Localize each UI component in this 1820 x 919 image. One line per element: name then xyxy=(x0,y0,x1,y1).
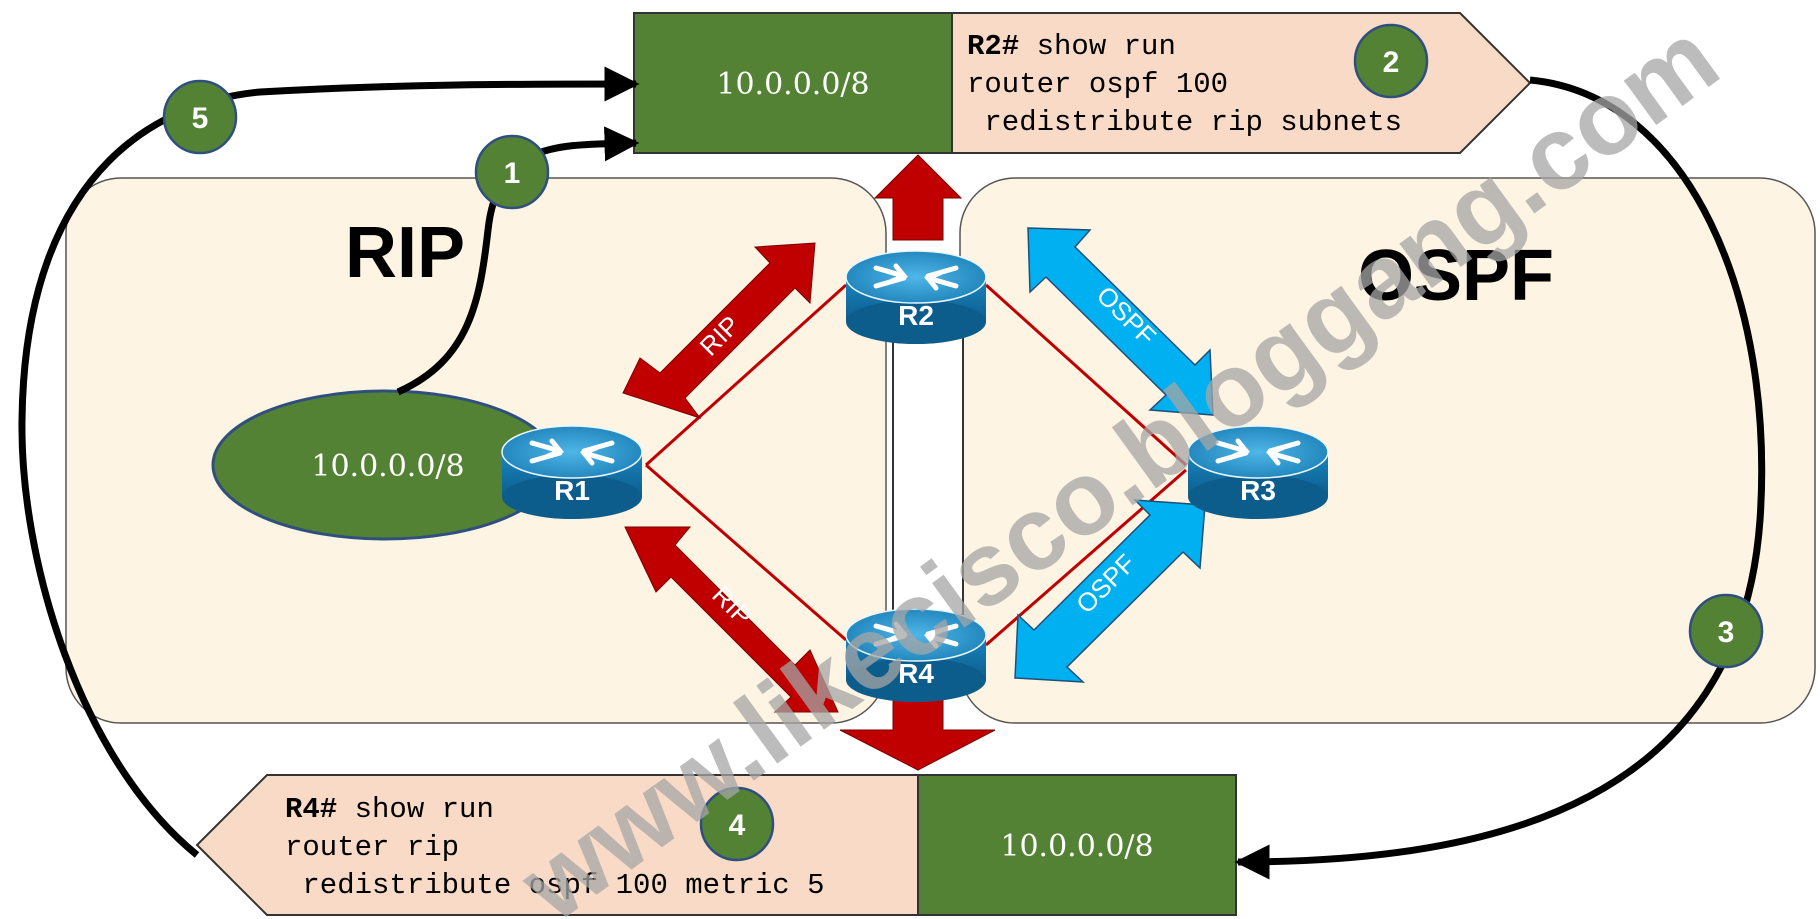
step-marker-4: 4 xyxy=(699,786,775,862)
origin-network-label: 10.0.0.0/8 xyxy=(311,449,464,484)
r2-network-label: 10.0.0.0/8 xyxy=(716,67,869,102)
router-arrows-icon xyxy=(529,438,615,466)
r4-config-line1: R4# show run xyxy=(285,793,494,826)
router-r4[interactable]: R4 xyxy=(845,608,987,702)
r4-network-box xyxy=(917,774,1237,916)
svg-text:2: 2 xyxy=(1383,46,1400,79)
svg-text:3: 3 xyxy=(1718,616,1735,649)
rip-arrow-bottom xyxy=(624,526,839,713)
flow-step-1 xyxy=(396,126,640,396)
r2-config-line3: redistribute rip subnets xyxy=(967,106,1402,139)
router-r2-label: R2 xyxy=(898,300,934,331)
ospf-arrow-top xyxy=(1027,227,1214,416)
svg-text:5: 5 xyxy=(192,102,209,135)
router-r3-label: R3 xyxy=(1240,475,1276,506)
rip-arrow-top xyxy=(622,242,816,419)
router-r3[interactable]: R3 xyxy=(1187,425,1329,519)
router-arrows-icon xyxy=(873,263,959,291)
router-r1-label: R1 xyxy=(554,475,590,506)
router-r2[interactable]: R2 xyxy=(845,250,987,344)
link-r1-r4 xyxy=(645,463,847,642)
rip-domain-label: RIP xyxy=(345,213,465,293)
ospf-domain-label: OSPF xyxy=(1358,236,1554,316)
step-marker-5: 5 xyxy=(162,79,238,155)
r4-config-line2: router rip xyxy=(285,831,459,864)
r2-config-line2: router ospf 100 xyxy=(967,68,1228,101)
r2-network-box xyxy=(633,12,953,154)
r2-config-line1: R2# show run xyxy=(967,30,1176,63)
router-r4-label: R4 xyxy=(898,658,934,689)
step-marker-3: 3 xyxy=(1688,593,1764,669)
svg-text:4: 4 xyxy=(729,809,746,842)
flow-curves xyxy=(18,66,1766,880)
flow-step-5 xyxy=(18,66,640,858)
flow-step-3 xyxy=(1234,76,1766,880)
router-arrows-icon xyxy=(1215,438,1301,466)
link-r1-r2 xyxy=(644,283,848,467)
r2-redistribute-arrow xyxy=(873,154,963,241)
r4-network-label: 10.0.0.0/8 xyxy=(1000,829,1153,864)
router-arrows-icon xyxy=(873,621,959,649)
link-r2-r3 xyxy=(984,283,1188,467)
step-marker-1: 1 xyxy=(474,134,550,210)
link-r2-r4 xyxy=(892,309,964,616)
step-marker-2: 2 xyxy=(1353,23,1429,99)
svg-text:1: 1 xyxy=(504,157,521,190)
router-r1[interactable]: R1 xyxy=(501,425,643,519)
r4-config-line3: redistribute ospf 100 metric 5 xyxy=(285,869,825,902)
